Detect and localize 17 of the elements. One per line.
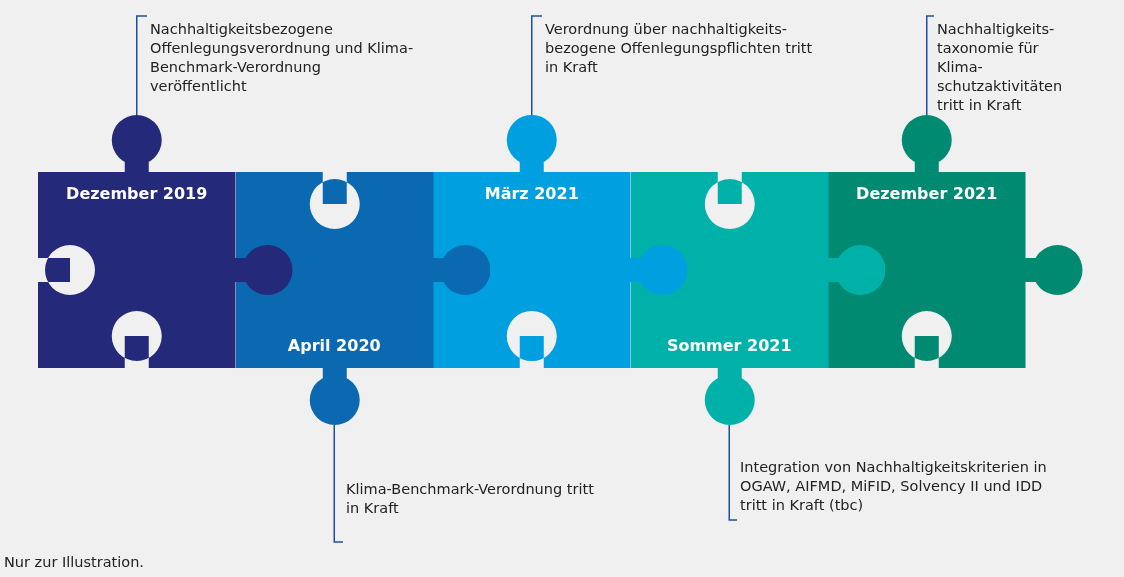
leader-line bbox=[136, 15, 148, 116]
event-description: Verordnung über nachhaltigkeits- bezogene Offenlegungspflichten tritt in Kraft bbox=[545, 20, 820, 77]
event-description: Nachhaltigkeits- taxonomie für Klima- schutzaktivitäten tritt in Kraft bbox=[937, 20, 1087, 115]
date-label: April 2020 bbox=[286, 336, 382, 355]
event-description: Nachhaltigkeitsbezogene Offenlegungsverordnung und Klima-Benchmark-Verordnung veröffentlicht bbox=[150, 20, 420, 96]
leader-line bbox=[333, 424, 344, 543]
date-label: März 2021 bbox=[483, 184, 580, 203]
date-label: Dezember 2021 bbox=[855, 184, 999, 203]
event-description: Klima-Benchmark-Verordnung tritt in Kraft bbox=[346, 480, 606, 518]
puzzle-piece bbox=[828, 115, 1083, 368]
leader-line bbox=[728, 424, 738, 521]
date-label: Dezember 2019 bbox=[65, 184, 209, 203]
caption: Nur zur Illustration. bbox=[4, 553, 144, 572]
leader-line bbox=[926, 15, 935, 116]
leader-line bbox=[531, 15, 543, 116]
event-description: Integration von Nachhaltigkeitskriterien in OGAW, AIFMD, MiFID, Solvency II und IDD tritt in Kraft (tbc) bbox=[740, 458, 1070, 515]
date-label: Sommer 2021 bbox=[665, 336, 793, 355]
